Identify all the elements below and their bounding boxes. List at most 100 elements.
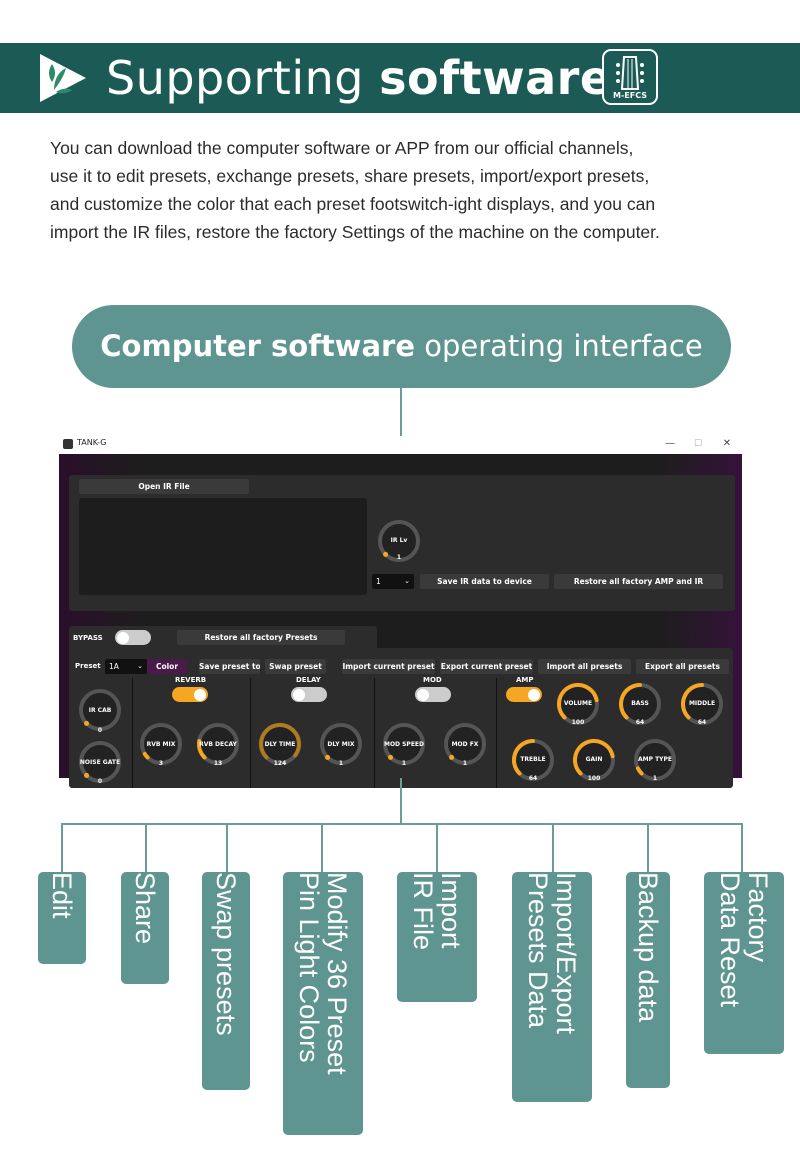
- treble-label: TREBLE: [520, 756, 546, 763]
- feature-line: Import: [436, 872, 466, 949]
- feature-line: Edit: [47, 872, 77, 919]
- restore-factory-amp-ir-button[interactable]: Restore all factory AMP and IR: [554, 574, 723, 589]
- middle-value: 64: [697, 719, 707, 726]
- tree-stem: [741, 824, 743, 872]
- toggle-knob: [117, 631, 129, 644]
- open-ir-file-button[interactable]: Open IR File: [79, 479, 249, 494]
- intro-line: use it to edit presets, exchange presets…: [50, 166, 650, 186]
- knob-level-dot: [84, 720, 90, 726]
- import-current-preset-button[interactable]: Import current preset: [342, 659, 435, 674]
- dly-time-label: DLY TIME: [264, 741, 296, 748]
- knob-level-dot: [383, 551, 389, 557]
- connector-line: [400, 388, 402, 436]
- feature-label: Backup data: [633, 872, 663, 1022]
- title-bold: software: [379, 51, 612, 105]
- maximize-button[interactable]: ☐: [693, 439, 703, 449]
- amp-type-label: AMP TYPE: [637, 756, 673, 763]
- feature-share: Share: [121, 872, 169, 984]
- guitar-headstock-icon: [616, 56, 644, 90]
- bass-knob[interactable]: [616, 680, 664, 728]
- bass-value: 64: [635, 719, 645, 726]
- feature-label: Swap presets: [211, 872, 241, 1036]
- section-divider: [374, 678, 375, 788]
- export-all-presets-button[interactable]: Export all presets: [636, 659, 729, 674]
- treble-knob[interactable]: [509, 736, 557, 784]
- restore-factory-presets-button[interactable]: Restore all factory Presets: [177, 630, 345, 645]
- feature-label: Edit: [47, 872, 77, 919]
- rvb-mix-value: 3: [158, 760, 164, 767]
- amp-type-value: 1: [652, 775, 658, 782]
- knob-level-arc: [681, 683, 704, 720]
- knob-ring: [79, 689, 121, 731]
- rvb-decay-value: 13: [213, 760, 223, 767]
- feature-line: Factory: [743, 872, 773, 963]
- mod-toggle[interactable]: [415, 687, 451, 702]
- feature-edit: Edit: [38, 872, 86, 964]
- middle-knob[interactable]: [678, 680, 726, 728]
- ir-level-label: IR Lv: [390, 537, 408, 544]
- close-button[interactable]: ✕: [722, 438, 732, 449]
- import-all-presets-button[interactable]: Import all presets: [538, 659, 631, 674]
- section-divider: [250, 678, 251, 788]
- ir-level-knob[interactable]: [375, 517, 423, 565]
- intro-line: import the IR files, restore the factory…: [50, 222, 660, 242]
- brand-badge: M-EFCS: [602, 49, 658, 105]
- section-heading-pill: Computer software operating interface: [72, 305, 731, 388]
- preset-select[interactable]: 1A⌄: [105, 659, 147, 674]
- ir-cab-value: 0: [97, 727, 103, 734]
- feature-line: IR File: [408, 872, 438, 951]
- noise-gate-knob[interactable]: [76, 738, 124, 786]
- knob-level-dot: [388, 754, 394, 760]
- dly-time-knob[interactable]: [256, 720, 304, 768]
- tree-trunk: [400, 778, 402, 824]
- dly-mix-knob[interactable]: [317, 720, 365, 768]
- feature-line: Swap presets: [211, 872, 241, 1036]
- header-banner: Supporting software M-EFCS: [0, 43, 800, 113]
- section-divider: [132, 678, 133, 788]
- mod-fx-knob[interactable]: [441, 720, 489, 768]
- gain-knob[interactable]: [570, 736, 618, 784]
- bass-label: BASS: [631, 700, 649, 707]
- rvb-decay-knob[interactable]: [194, 720, 242, 768]
- knob-level-arc: [512, 739, 535, 776]
- minimize-button[interactable]: —: [665, 438, 675, 449]
- volume-knob[interactable]: [554, 680, 602, 728]
- mod-fx-value: 1: [462, 760, 468, 767]
- knob-level-arc: [573, 739, 615, 776]
- tree-stem: [321, 824, 323, 872]
- amp-toggle[interactable]: [506, 687, 542, 702]
- mod-speed-knob[interactable]: [380, 720, 428, 768]
- dly-mix-value: 1: [338, 760, 344, 767]
- gain-label: GAIN: [585, 756, 603, 763]
- toggle-knob: [417, 688, 429, 701]
- save-ir-button[interactable]: Save IR data to device: [420, 574, 549, 589]
- ir-slot-select[interactable]: 1⌄: [372, 574, 414, 589]
- reverb-toggle[interactable]: [172, 687, 208, 702]
- dly-time-value: 124: [273, 760, 287, 767]
- ir-cab-knob[interactable]: [76, 686, 124, 734]
- chevron-down-icon: ⌄: [137, 662, 143, 670]
- export-current-preset-button[interactable]: Export current preset: [440, 659, 533, 674]
- color-button[interactable]: Color: [147, 659, 187, 674]
- mod-fx-label: MOD FX: [451, 741, 479, 748]
- rvb-mix-knob[interactable]: [137, 720, 185, 768]
- gain-value: 100: [587, 775, 601, 782]
- volume-value: 100: [571, 719, 585, 726]
- swap-preset-button[interactable]: Swap preset: [265, 659, 326, 674]
- bypass-toggle[interactable]: [115, 630, 151, 645]
- toggle-knob: [528, 688, 540, 701]
- preset-label: Preset: [75, 662, 101, 670]
- window-title: TANK-G: [77, 438, 107, 447]
- tree-stem: [436, 824, 438, 872]
- knob-ring: [140, 723, 182, 765]
- save-preset-button[interactable]: Save preset to: [199, 659, 260, 674]
- amp-type-knob[interactable]: [631, 736, 679, 784]
- delay-toggle[interactable]: [291, 687, 327, 702]
